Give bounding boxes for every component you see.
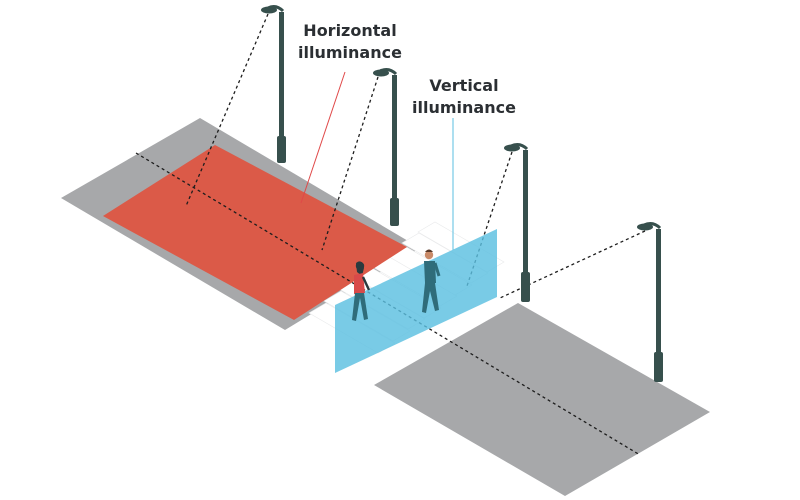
vertical-label-line2: illuminance [412,98,516,117]
center-axis-line [135,152,641,456]
horizontal-label-line2: illuminance [298,43,402,62]
street-lamp-icon [504,143,530,302]
vertical-illuminance-plane [335,229,497,373]
road-right [374,303,710,496]
street-lamp-icon [637,222,663,382]
horizontal-illuminance-area [103,145,407,320]
street-lamp-icon [261,5,286,163]
horizontal-label-leader [300,71,346,204]
vertical-label-line1: Vertical [429,76,499,95]
horizontal-label-line1: Horizontal [303,21,397,40]
street-lamp-icon [373,68,399,226]
pedestrian-man-icon [422,249,441,313]
pedestrian-woman-icon [352,261,371,321]
horizontal-illuminance-label: Horizontal illuminance [282,20,418,64]
vertical-illuminance-label: Vertical illuminance [396,75,532,119]
